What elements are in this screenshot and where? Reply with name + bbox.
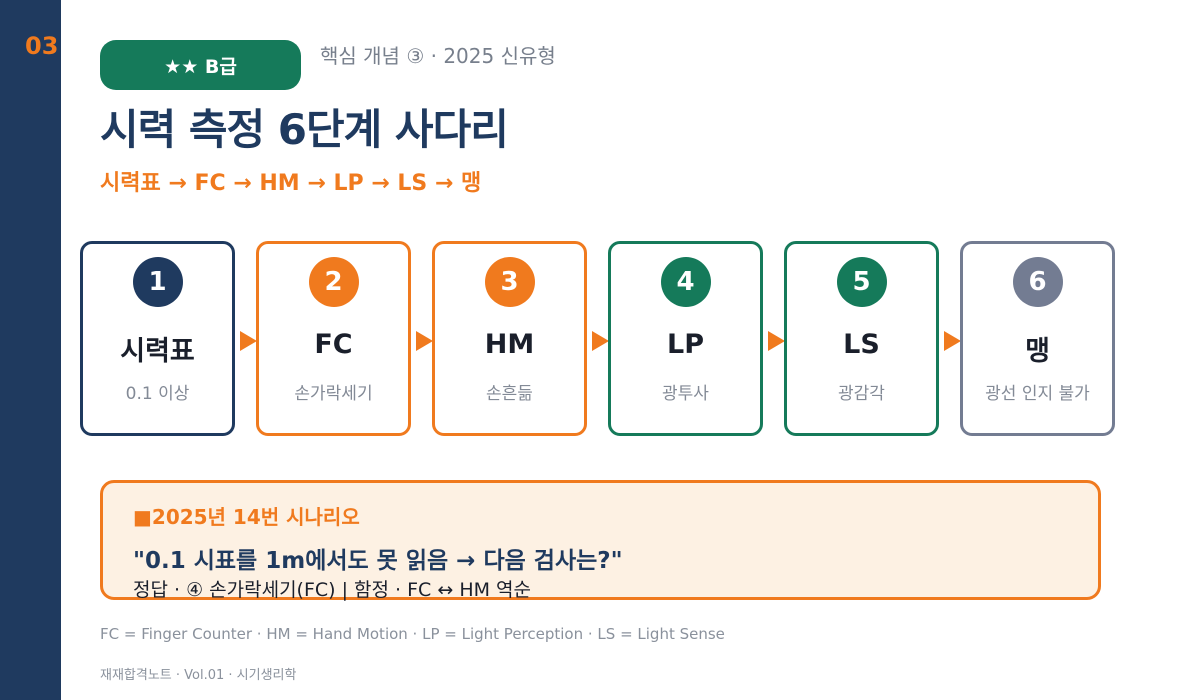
step-description: 광감각 (838, 384, 885, 404)
step-number-badge: 2 (308, 257, 359, 307)
step-description: 광투사 (662, 384, 709, 404)
step-name: LP (667, 329, 704, 360)
step-card-3: 3 HM 손흔듦 (432, 241, 587, 436)
arrow-icon (416, 331, 433, 351)
scenario-box: ■2025년 14번 시나리오 "0.1 시표를 1m에서도 못 읽음 → 다음… (100, 480, 1101, 601)
abbreviation-legend: FC = Finger Counter · HM = Hand Motion ·… (100, 625, 725, 643)
step-name: FC (314, 329, 353, 360)
grade-badge: ★★ B급 (100, 40, 301, 90)
page-number: 03 (25, 32, 59, 60)
page-title: 시력 측정 6단계 사다리 (100, 105, 509, 154)
step-number-badge: 5 (836, 257, 887, 307)
step-card-4: 4 LP 광투사 (608, 241, 763, 436)
step-description: 손가락세기 (294, 384, 373, 404)
arrow-icon (944, 331, 961, 351)
step-number-badge: 1 (132, 257, 183, 307)
arrow-icon (592, 331, 609, 351)
step-name: 시력표 (120, 336, 195, 367)
step-name: HM (484, 329, 535, 360)
scenario-label: ■2025년 14번 시나리오 (133, 505, 360, 529)
step-card-1: 1 시력표 0.1 이상 (80, 241, 235, 436)
step-card-2: 2 FC 손가락세기 (256, 241, 411, 436)
scenario-question: "0.1 시표를 1m에서도 못 읽음 → 다음 검사는?" (133, 548, 623, 574)
sidebar (0, 0, 61, 700)
scenario-answer: 정답 · ④ 손가락세기(FC) | 함정 · FC ↔ HM 역순 (133, 579, 532, 601)
step-name: LS (843, 329, 880, 360)
sequence-line: 시력표 → FC → HM → LP → LS → 맹 (100, 171, 482, 196)
footer: 재재합격노트 · Vol.01 · 시기생리학 (100, 668, 297, 683)
step-number-badge: 6 (1012, 257, 1063, 307)
step-number-badge: 4 (660, 257, 711, 307)
step-card-5: 5 LS 광감각 (784, 241, 939, 436)
step-name: 맹 (1025, 336, 1050, 367)
step-card-6: 6 맹 광선 인지 불가 (960, 241, 1115, 436)
step-number-badge: 3 (484, 257, 535, 307)
subtitle: 핵심 개념 ③ · 2025 신유형 (320, 44, 556, 68)
arrow-icon (768, 331, 785, 351)
arrow-icon (240, 331, 257, 351)
step-description: 광선 인지 불가 (985, 384, 1090, 404)
step-description: 손흔듦 (486, 384, 533, 404)
step-description: 0.1 이상 (125, 384, 190, 404)
